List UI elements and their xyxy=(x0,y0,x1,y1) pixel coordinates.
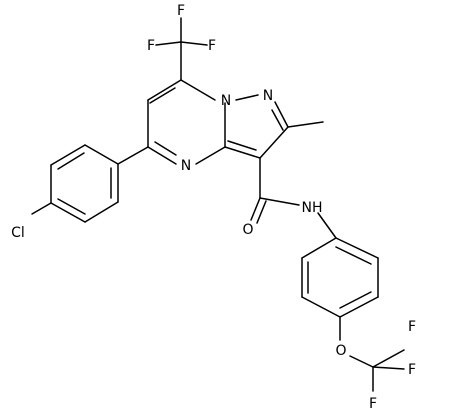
bond xyxy=(287,121,324,128)
bond xyxy=(301,296,341,318)
oxygen-atom-label: O xyxy=(335,343,346,359)
bond xyxy=(335,237,379,259)
bond xyxy=(256,200,267,224)
bond xyxy=(84,144,119,165)
bond xyxy=(50,144,86,166)
bond xyxy=(147,79,182,101)
fluorine-atom-label: F xyxy=(369,396,377,412)
oxygen-atom-label: O xyxy=(242,222,253,238)
bond xyxy=(250,197,261,221)
bond xyxy=(149,87,176,104)
bond xyxy=(57,152,85,170)
bonds xyxy=(31,17,405,392)
bond xyxy=(317,212,337,239)
bond xyxy=(271,109,284,131)
bond xyxy=(274,101,289,128)
bond xyxy=(259,126,289,159)
bond xyxy=(117,146,149,165)
bond xyxy=(31,202,52,215)
bond xyxy=(50,202,86,223)
bond xyxy=(180,79,216,101)
amide-nh-label: NH xyxy=(302,200,323,216)
fluorine-atom-label: F xyxy=(208,38,216,54)
bond xyxy=(227,140,257,151)
bond xyxy=(335,246,372,265)
bond xyxy=(224,146,261,159)
bond xyxy=(84,201,119,223)
bond xyxy=(339,291,372,309)
bond xyxy=(147,146,177,165)
fluorine-atom-label: F xyxy=(408,319,416,335)
bond xyxy=(154,141,177,156)
bond xyxy=(259,197,300,206)
bond xyxy=(235,94,259,101)
fluorine-atom-label: F xyxy=(408,362,416,378)
nitrogen-atom-label: N xyxy=(221,93,231,109)
nitrogen-atom-label: N xyxy=(263,88,273,104)
bond xyxy=(57,198,86,215)
fluorine-atom-label: F xyxy=(147,38,155,54)
chlorine-atom-label: Cl xyxy=(11,225,25,241)
nitrogen-atom-label: N xyxy=(181,158,191,174)
bond xyxy=(180,41,208,46)
bond xyxy=(155,41,182,46)
atom-labels: F F F N N N Cl O NH O F F F xyxy=(11,3,416,412)
bond xyxy=(372,366,405,370)
fluorine-atom-label: F xyxy=(177,3,185,19)
bond xyxy=(301,237,337,259)
bond xyxy=(349,355,374,368)
bond xyxy=(372,349,405,368)
bond xyxy=(195,146,226,165)
bond xyxy=(339,296,379,318)
